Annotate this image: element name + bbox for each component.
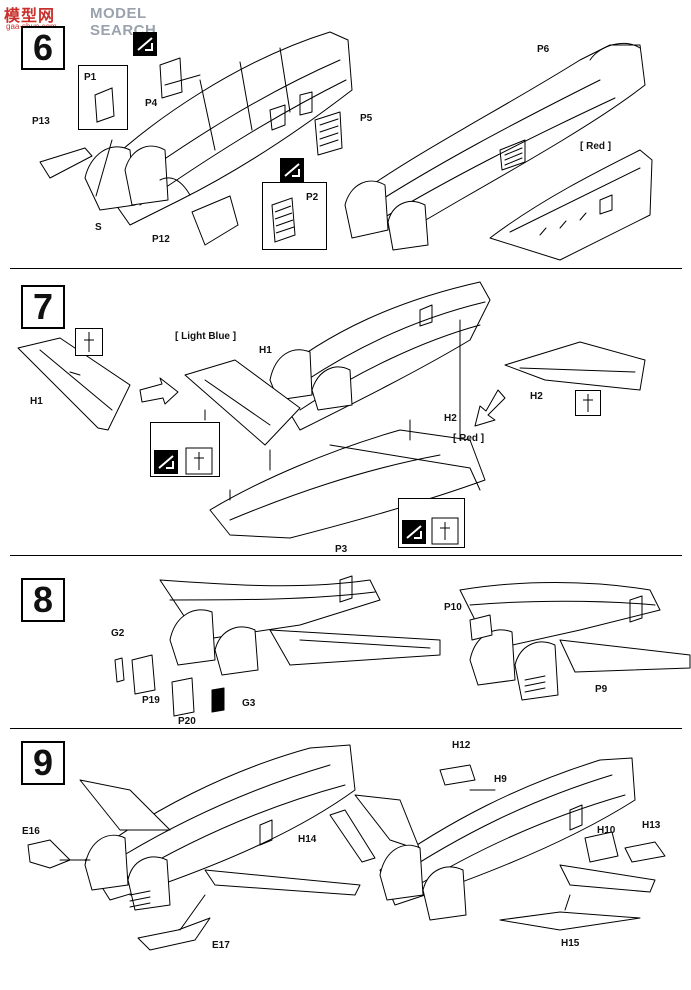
label-s: S bbox=[95, 222, 102, 233]
step-number-8: 8 bbox=[21, 578, 65, 622]
step6-right-fuselage bbox=[344, 42, 646, 251]
glue-icon bbox=[154, 450, 178, 474]
label-p4: P4 bbox=[145, 98, 158, 109]
label-h14: H14 bbox=[298, 834, 317, 845]
step7-h2-wing-right bbox=[504, 341, 646, 391]
label-p2: P2 bbox=[306, 192, 319, 203]
label-g2: G2 bbox=[111, 628, 125, 639]
step9-right-parts bbox=[329, 764, 666, 931]
label-e17: E17 bbox=[212, 940, 230, 951]
glue-icon bbox=[133, 32, 157, 56]
label-h1: H1 bbox=[259, 345, 272, 356]
step6-right-wing-red bbox=[489, 149, 653, 261]
step8-left-fuselage bbox=[159, 575, 441, 676]
part-p2-drawing bbox=[271, 197, 296, 243]
step-number-9: 9 bbox=[21, 741, 65, 785]
pin-detail-icon bbox=[583, 394, 593, 412]
label-h9: H9 bbox=[494, 774, 507, 785]
step6-parts-left bbox=[39, 57, 343, 246]
glue-icon bbox=[402, 520, 426, 544]
section-divider-6-7 bbox=[10, 268, 682, 269]
label-red-step6: [ Red ] bbox=[580, 141, 612, 152]
part-p1-drawing bbox=[94, 87, 115, 123]
label-light-blue: [ Light Blue ] bbox=[175, 331, 237, 342]
label-h1-left: H1 bbox=[30, 396, 43, 407]
label-p5: P5 bbox=[360, 113, 373, 124]
step8-right-fuselage bbox=[459, 582, 691, 701]
label-p13: P13 bbox=[32, 116, 50, 127]
label-h10: H10 bbox=[597, 825, 616, 836]
pin-detail-icon bbox=[84, 332, 94, 352]
step7-lower-assembly bbox=[204, 319, 486, 539]
step7-fuselage-center bbox=[269, 281, 491, 431]
step9-left-aircraft bbox=[79, 744, 361, 911]
label-h2-mid: H2 bbox=[444, 413, 457, 424]
label-h15: H15 bbox=[561, 938, 580, 949]
label-p3: P3 bbox=[335, 544, 348, 555]
step7-arrow-down bbox=[474, 389, 506, 427]
step9-right-aircraft bbox=[354, 757, 656, 921]
step6-left-fuselage bbox=[84, 31, 353, 226]
watermark-logo: 模型网 bbox=[4, 6, 56, 25]
label-p6: P6 bbox=[537, 44, 550, 55]
step9-left-parts bbox=[27, 839, 211, 951]
label-p1: P1 bbox=[84, 72, 97, 83]
step7-h1-wing-installed bbox=[184, 359, 301, 446]
step8-left-parts bbox=[114, 654, 225, 717]
label-p19: P19 bbox=[142, 695, 160, 706]
label-red-step7: [ Red ] bbox=[453, 433, 485, 444]
label-p20: P20 bbox=[178, 716, 196, 727]
step7-h1-wing-left bbox=[17, 337, 131, 431]
glue-icon bbox=[280, 158, 304, 182]
section-divider-7-8 bbox=[10, 555, 682, 556]
label-p10: P10 bbox=[444, 602, 462, 613]
label-h13: H13 bbox=[642, 820, 661, 831]
pin-detail-icon bbox=[431, 517, 459, 545]
section-divider-8-9 bbox=[10, 728, 682, 729]
label-h2-right: H2 bbox=[530, 391, 543, 402]
label-p9: P9 bbox=[595, 684, 608, 695]
label-p12: P12 bbox=[152, 234, 170, 245]
step-number-7: 7 bbox=[21, 285, 65, 329]
label-h12: H12 bbox=[452, 740, 471, 751]
label-e16: E16 bbox=[22, 826, 40, 837]
label-g3: G3 bbox=[242, 698, 256, 709]
step7-arrow-right bbox=[139, 377, 179, 405]
pin-detail-icon bbox=[185, 447, 213, 475]
step-number-6: 6 bbox=[21, 26, 65, 70]
